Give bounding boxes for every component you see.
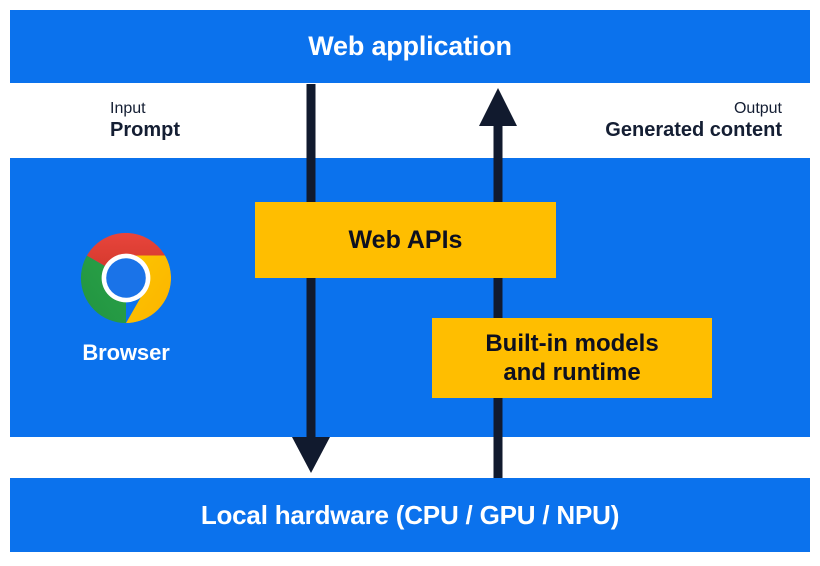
browser-block: Browser — [36, 232, 216, 366]
output-value-label: Generated content — [605, 118, 782, 141]
output-kind-label: Output — [733, 100, 782, 117]
input-kind-label: Input — [110, 100, 146, 117]
browser-label: Browser — [82, 340, 170, 365]
builtin-models-line-1: Built-in models — [485, 329, 659, 357]
input-value-label: Prompt — [110, 118, 180, 141]
local-hardware-band: Local hardware (CPU / GPU / NPU) — [10, 478, 810, 552]
local-hardware-label: Local hardware (CPU / GPU / NPU) — [200, 499, 620, 530]
web-application-band: Web application — [10, 10, 810, 83]
input-flow-label: Input Prompt — [110, 100, 180, 142]
builtin-models-box: Built-in models and runtime — [432, 318, 712, 398]
web-apis-label: Web APIs — [348, 225, 463, 254]
web-apis-box: Web APIs — [255, 202, 556, 278]
builtin-models-label: Built-in models and runtime — [485, 329, 658, 388]
builtin-models-line-2: and runtime — [503, 359, 641, 386]
web-application-label: Web application — [308, 31, 512, 61]
chrome-logo-icon — [80, 232, 172, 324]
output-flow-label: Output Generated content — [605, 100, 782, 142]
